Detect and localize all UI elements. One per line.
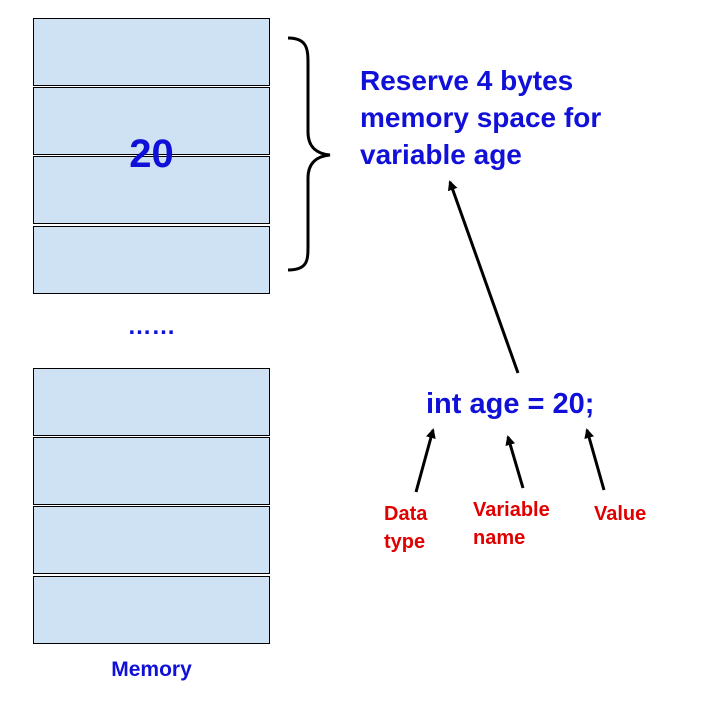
code-statement: int age = 20; (426, 388, 595, 420)
memory-cell-6 (33, 437, 270, 505)
memory-cell-4 (33, 226, 270, 294)
memory-cell-8 (33, 576, 270, 644)
label-data-type-line-1: Data (384, 503, 428, 525)
label-variable-name: Variable name (473, 496, 550, 552)
memory-cell-2 (33, 87, 270, 155)
label-data-type: Data type (384, 500, 427, 556)
label-value: Value (594, 503, 647, 525)
memory-caption: Memory (111, 658, 192, 681)
arrow-value (584, 428, 606, 491)
reserve-line-1: Reserve 4 bytes (360, 65, 574, 96)
label-variable-name-line-1: Variable (473, 499, 550, 521)
arrow-variable-name (505, 435, 525, 489)
arrow-to-annotation (447, 180, 520, 374)
reserve-annotation: Reserve 4 bytes memory space for variabl… (360, 62, 700, 173)
label-data-type-line-2: type (384, 531, 426, 553)
memory-cell-5 (33, 368, 270, 436)
memory-cell-7 (33, 506, 270, 574)
memory-cell-3 (33, 156, 270, 224)
memory-cell-1 (33, 18, 270, 86)
memory-ellipsis: …… (127, 313, 176, 340)
arrow-data-type (414, 428, 436, 493)
reserve-line-3: variable age (360, 139, 522, 170)
label-variable-name-line-2: name (473, 527, 526, 549)
curly-brace (287, 36, 331, 272)
reserve-line-2: memory space for (360, 102, 602, 133)
memory-value: 20 (129, 132, 174, 176)
